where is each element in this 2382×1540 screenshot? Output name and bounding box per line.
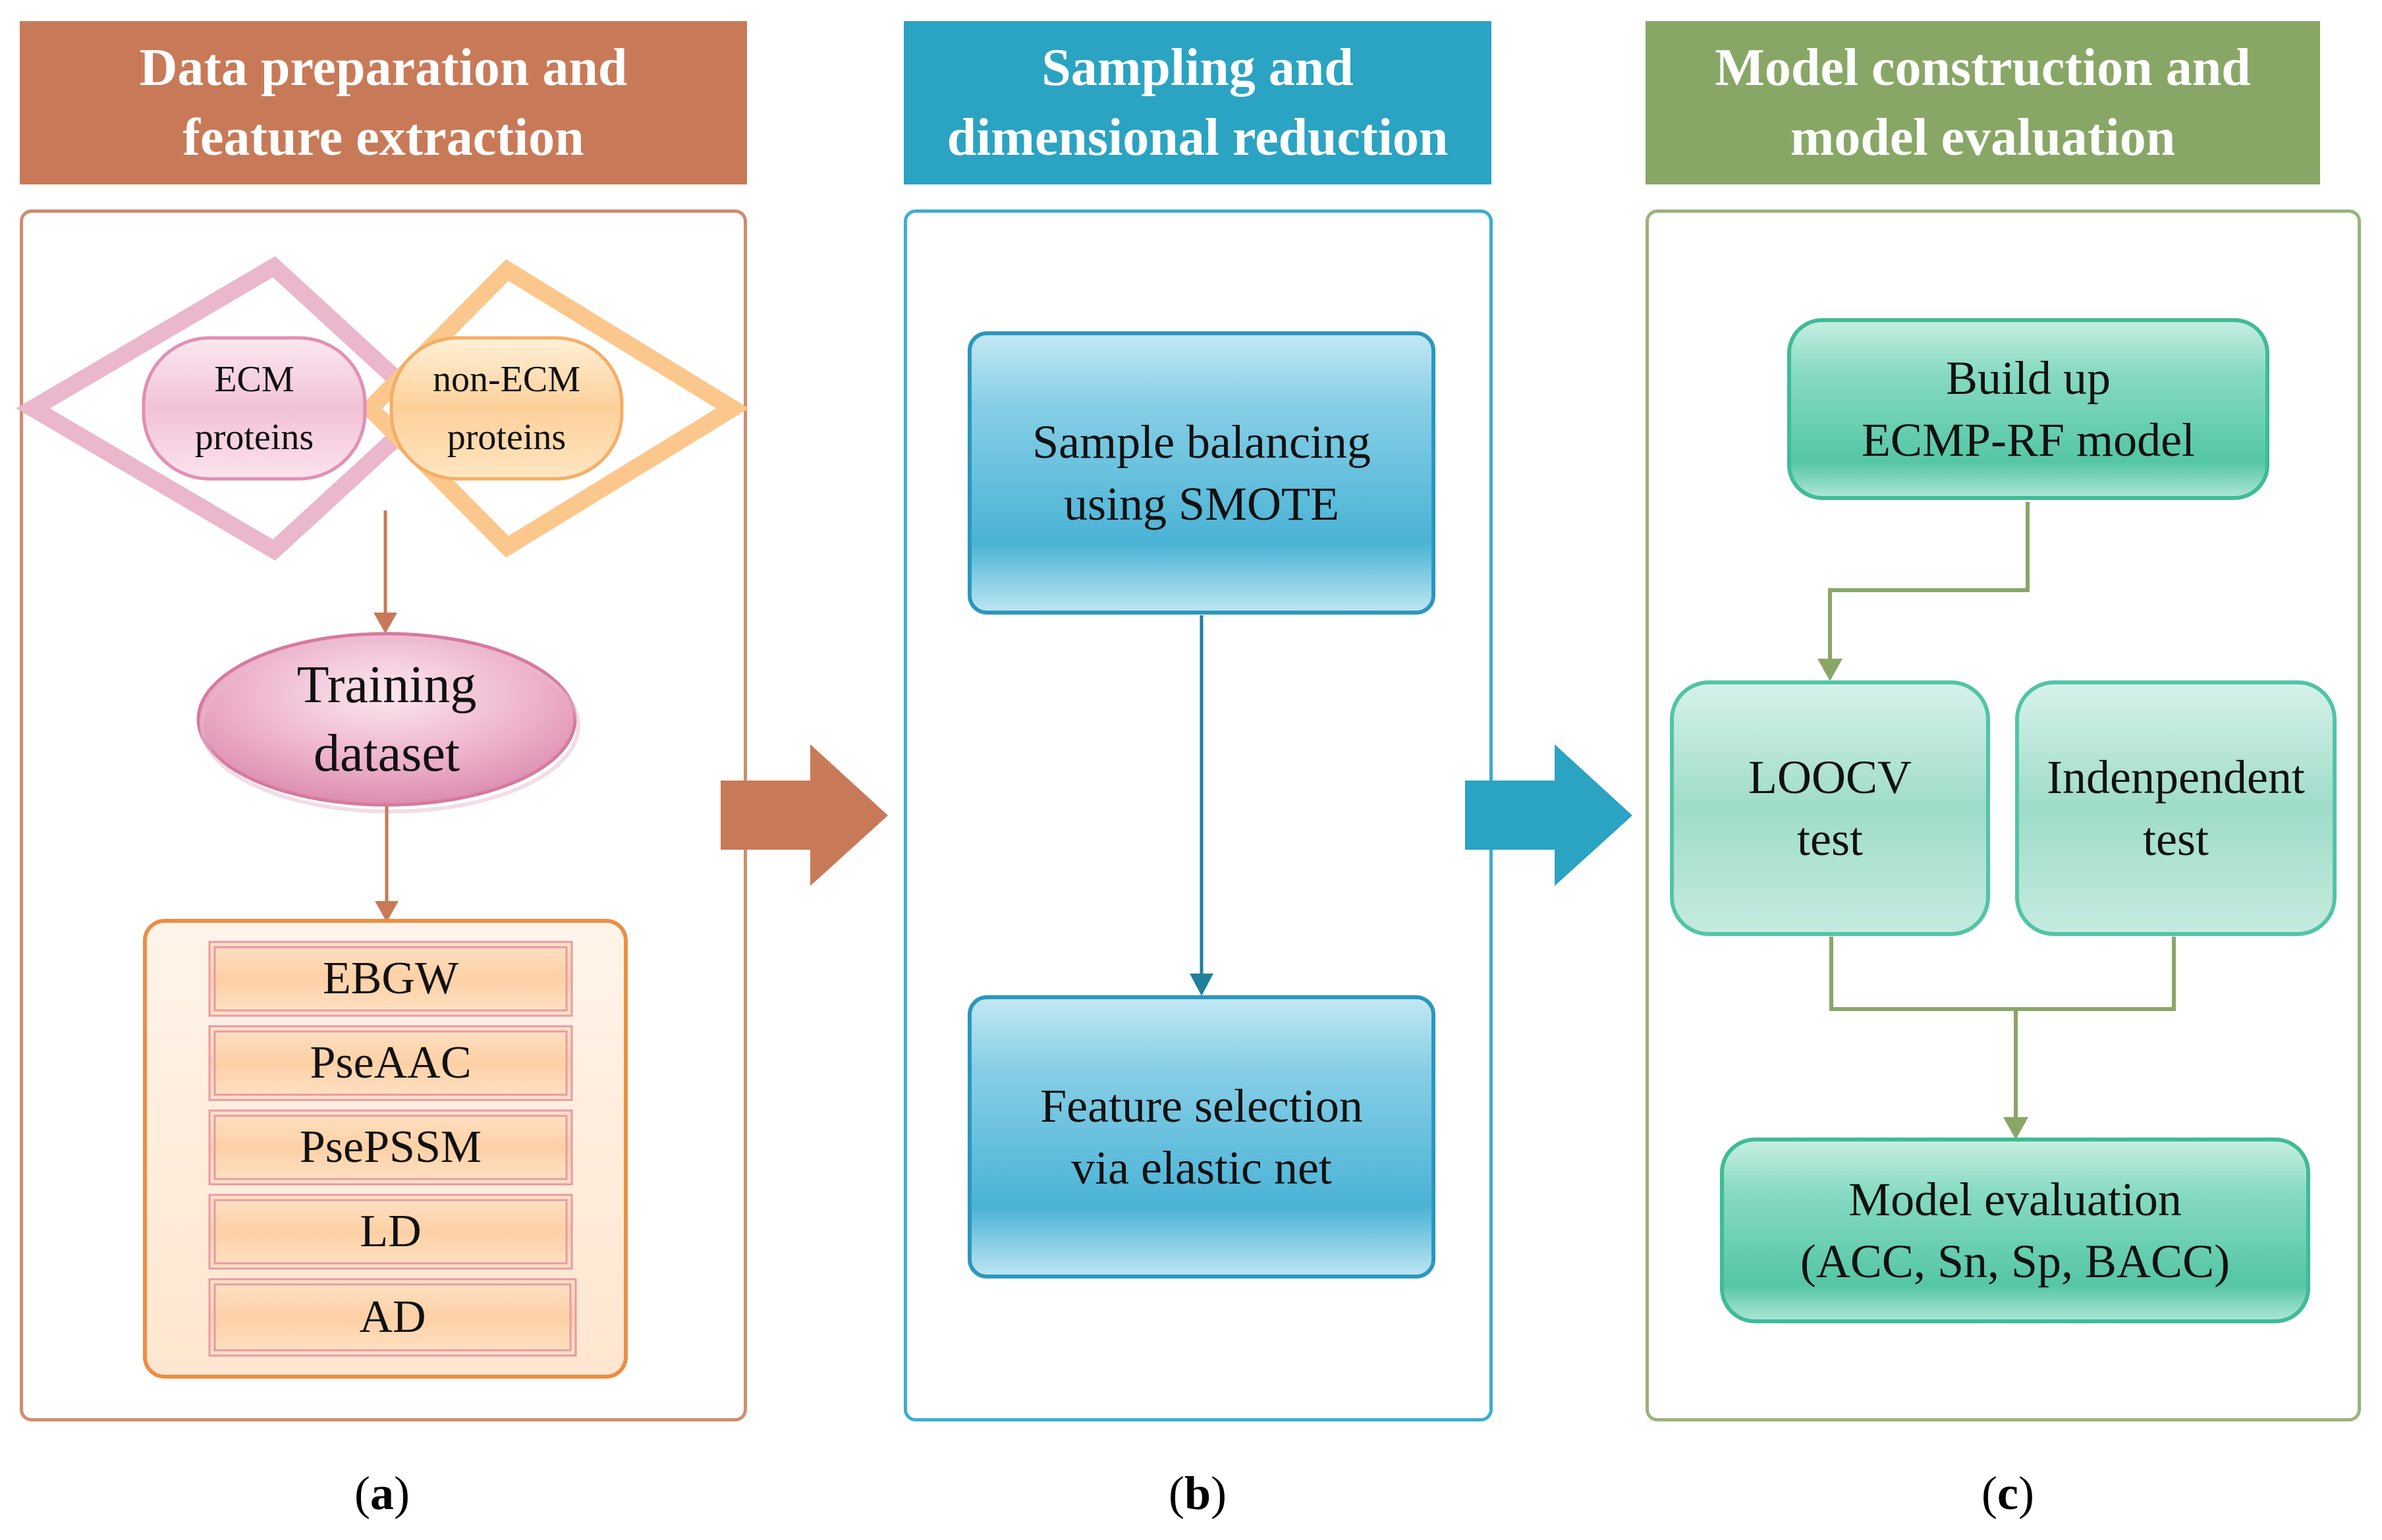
elastic-net-box-shape [968,995,1435,1279]
ecm-proteins-label: ECM proteins [194,359,314,458]
panel-b-header: Sampling and dimensional reduction [904,21,1491,184]
arrow-to-evaluation [2003,1117,2028,1140]
non-ecm-proteins-shape [389,336,624,481]
non-ecm-diamond-outline [358,259,749,558]
arrow-b-to-c [1465,744,1632,886]
independent-label: Indenpendent test [2047,751,2305,866]
arrow-to-training [374,613,397,634]
caption-a: (a) [354,1467,410,1520]
smote-label: Sample balancing using SMOTE [1032,416,1371,530]
caption-c-letter: c [1997,1467,2018,1520]
feature-psepssm: PsePSSM [299,1122,482,1172]
caption-b: (b) [1168,1467,1227,1520]
evaluation-label: Model evaluation (ACC, Sn, Sp, BACC) [1800,1173,2230,1288]
loocv-label: LOOCV test [1748,751,1912,866]
caption-a-letter: a [370,1467,394,1520]
panel-a-header: Data preparation and feature extraction [20,21,747,184]
ecm-proteins-shape [142,336,367,481]
non-ecm-proteins-label: non-ECM proteins [433,359,580,458]
feature-rows [208,941,577,1357]
feature-pseaac: PseAAC [310,1037,472,1088]
training-dataset-label: Training dataset [296,656,477,783]
arrow-to-features [375,901,399,922]
caption-c: (c) [1981,1467,2034,1520]
build-model-label: Build up ECMP-RF model [1861,352,2196,466]
elastic-net-label: Feature selection via elastic net [1040,1080,1363,1194]
arrow-to-loocv [1817,659,1842,681]
feature-ebgw: EBGW [322,953,459,1004]
build-model-box-shape [1787,318,2269,500]
training-dataset-shape [196,632,577,807]
feature-ld: LD [360,1206,422,1257]
independent-box-shape [2015,680,2337,936]
panel-c-header: Model construction and model evaluation [1646,21,2320,184]
arrow-smote-to-elastic [1190,974,1213,996]
smote-box-shape [968,331,1435,615]
caption-b-letter: b [1184,1467,1211,1520]
loocv-box-shape [1670,680,1990,936]
arrow-a-to-b [721,744,888,886]
feature-ad: AD [359,1292,426,1342]
evaluation-box-shape [1720,1138,2310,1323]
